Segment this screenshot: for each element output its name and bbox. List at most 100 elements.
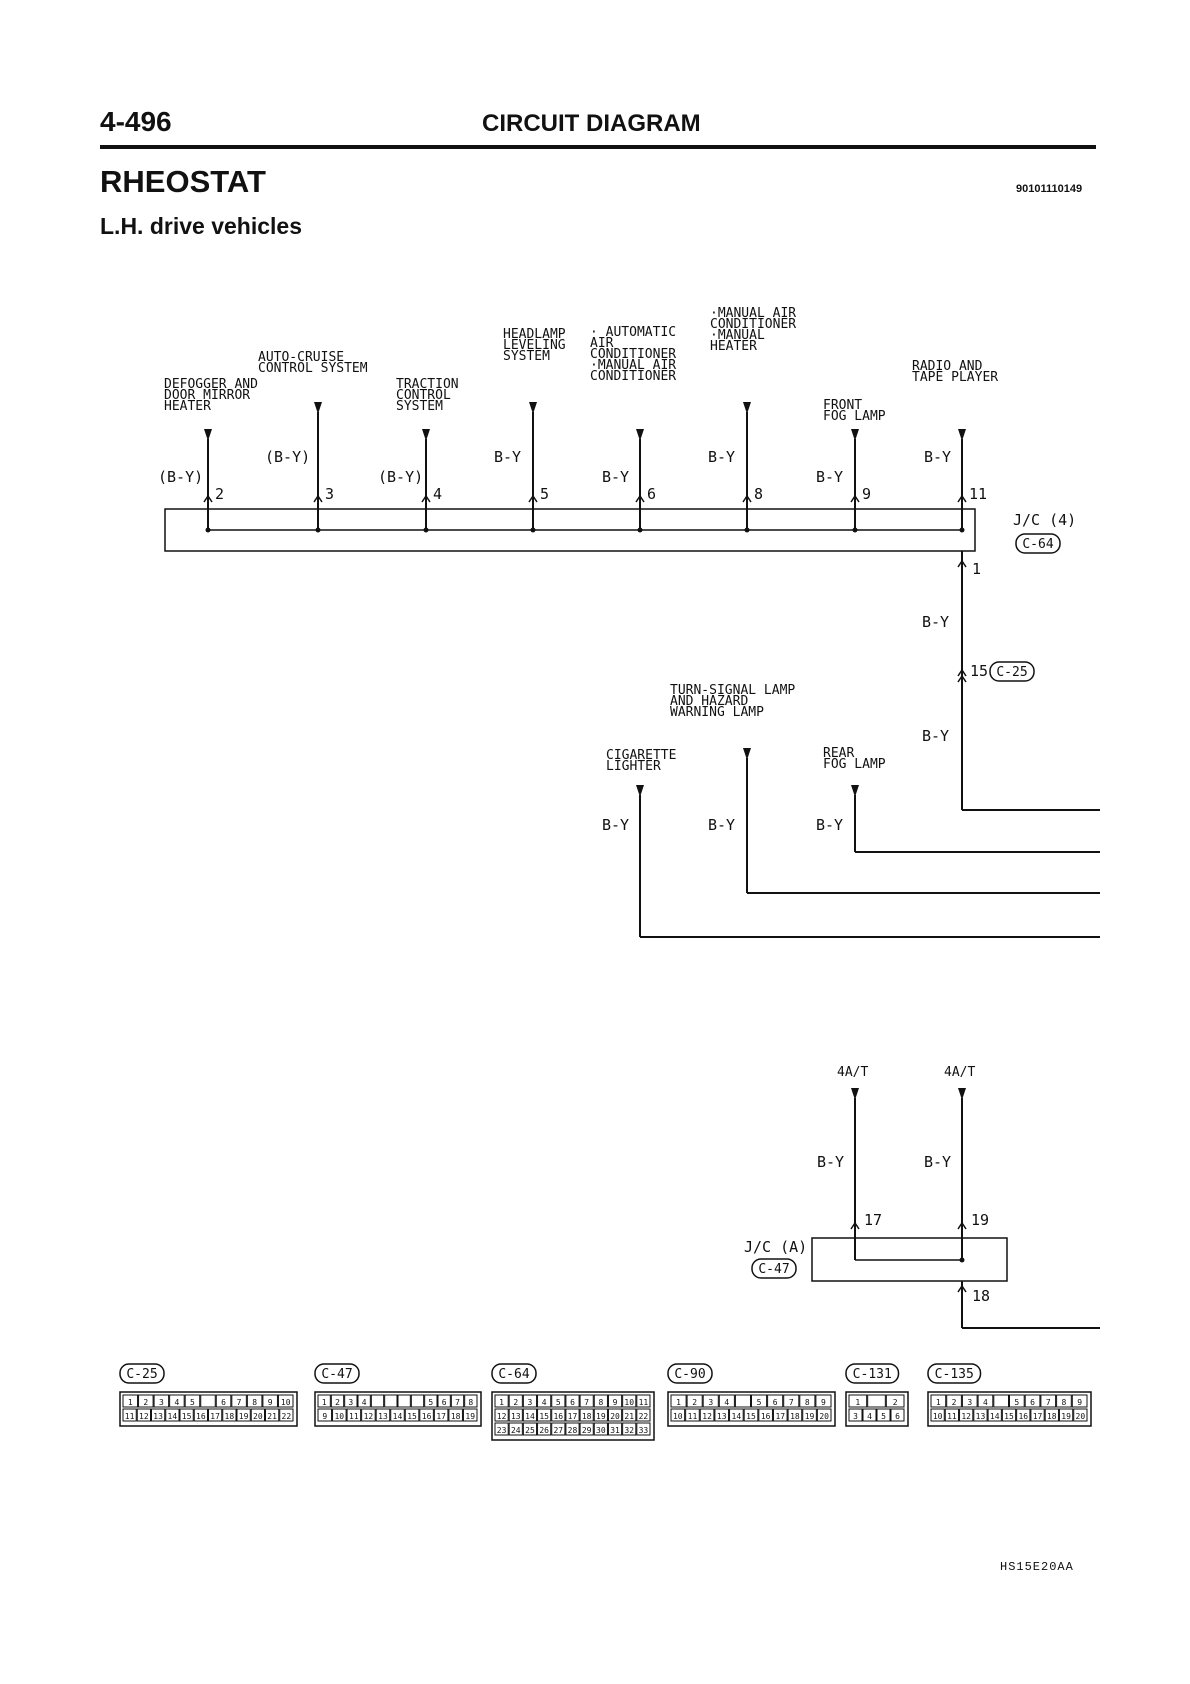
connector-cavity	[384, 1394, 398, 1408]
load-label: HEATER	[710, 339, 757, 354]
cavity-number: 2	[692, 1398, 697, 1407]
connector-cavity	[636, 1422, 651, 1436]
wire-color-label: B-Y	[817, 1153, 844, 1171]
connector-arrow	[314, 402, 322, 414]
connector-cavity	[344, 1394, 358, 1408]
jca-connector	[751, 1258, 797, 1279]
load-label: FOG LAMP	[823, 409, 886, 424]
wire-color-label: B-Y	[602, 468, 629, 486]
cavity-number: 8	[1062, 1398, 1067, 1407]
connector-cavity	[522, 1422, 538, 1436]
connector-cavity	[138, 1394, 154, 1408]
cavity-number: 7	[1046, 1398, 1051, 1407]
connector-cavity	[862, 1408, 877, 1422]
connector-cavity	[522, 1408, 538, 1422]
connector-cavity	[890, 1408, 905, 1422]
cavity-number: 5	[881, 1412, 886, 1421]
pin-mark	[528, 494, 538, 503]
connector-cavity	[622, 1408, 637, 1422]
cavity-number: 11	[639, 1398, 649, 1407]
connector-cavity	[262, 1394, 278, 1408]
load-label: CONDITIONER	[590, 347, 676, 362]
cavity-number: 11	[688, 1412, 698, 1421]
connector-cavity	[758, 1408, 773, 1422]
connector-cavity	[607, 1408, 623, 1422]
connector-cavity	[816, 1408, 832, 1422]
figure-code: HS15E20AA	[1000, 1560, 1074, 1574]
cavity-number: 9	[268, 1398, 273, 1407]
cavity-number: 29	[582, 1426, 592, 1435]
cavity-number: 13	[976, 1412, 986, 1421]
connector-cavity	[799, 1394, 816, 1408]
cavity-number: 20	[610, 1412, 620, 1421]
connector-cavity	[973, 1408, 988, 1422]
load-label: RADIO AND	[912, 359, 983, 374]
cavity-number: 2	[143, 1398, 148, 1407]
cavity-number: 4	[542, 1398, 547, 1407]
cavity-number: 11	[947, 1412, 957, 1421]
connector-cavity	[593, 1408, 608, 1422]
cavity-number: 20	[1076, 1412, 1086, 1421]
connector-cavity	[565, 1394, 580, 1408]
wire-color-label: B-Y	[816, 468, 843, 486]
connector-housing	[314, 1391, 482, 1427]
connector-arrow	[529, 402, 537, 414]
wire-color-label: (B-Y)	[378, 468, 423, 486]
cavity-number: 23	[497, 1426, 507, 1435]
connector-arrow	[851, 1088, 859, 1100]
load-label: FOG LAMP	[823, 757, 886, 772]
connector-name: C-25	[126, 1367, 157, 1382]
cavity-number: 4	[174, 1398, 179, 1407]
connector-cavity	[699, 1408, 715, 1422]
cavity-number: 17	[436, 1412, 446, 1421]
connector-cavity	[404, 1408, 420, 1422]
cavity-number: 9	[821, 1398, 826, 1407]
cavity-number: 22	[282, 1412, 292, 1421]
pin-number: 11	[969, 485, 987, 503]
junction-dot	[530, 527, 536, 533]
connector-cavity	[184, 1394, 201, 1408]
connector-housing	[667, 1391, 836, 1427]
cavity-number: 4	[362, 1398, 367, 1407]
connector-name	[667, 1363, 713, 1384]
connector-cavity	[193, 1408, 208, 1422]
load-label: SYSTEM	[396, 399, 443, 414]
connector-cavity	[265, 1408, 280, 1422]
connector-arrow	[204, 429, 212, 441]
cavity-number: 7	[455, 1398, 460, 1407]
load-label: CONTROL SYSTEM	[258, 361, 368, 376]
connector-cavity	[494, 1408, 509, 1422]
connector-cavity	[165, 1408, 180, 1422]
connector-cavity	[977, 1394, 994, 1408]
connector-cavity	[346, 1408, 362, 1422]
section-title: RHEOSTAT	[100, 164, 266, 199]
connector-cavity	[876, 1408, 891, 1422]
load-label: AND HAZARD	[670, 694, 748, 709]
cavity-number: 18	[582, 1412, 592, 1421]
connector-cavity	[579, 1394, 594, 1408]
cavity-number: 32	[624, 1426, 634, 1435]
cavity-number: 28	[568, 1426, 578, 1435]
connector-cavity	[1040, 1394, 1057, 1408]
pin-mark	[957, 1221, 967, 1230]
junction-dot	[852, 527, 858, 533]
load-label: CONTROL	[396, 388, 451, 403]
page-number: 4-496	[100, 106, 172, 137]
section-subtitle: L.H. drive vehicles	[100, 213, 302, 239]
connector-cavity	[361, 1408, 376, 1422]
connector-cavity	[743, 1408, 759, 1422]
pin-number: 15	[970, 662, 988, 680]
connector-cavity	[1024, 1394, 1041, 1408]
connector-cavity	[787, 1408, 803, 1422]
cavity-number: 2	[513, 1398, 518, 1407]
cavity-number: 5	[190, 1398, 195, 1407]
connector-cavity	[944, 1408, 960, 1422]
jca-connector: C-47	[758, 1262, 789, 1277]
load-label: FRONT	[823, 398, 862, 413]
connector-cavity	[317, 1394, 331, 1408]
cavity-number: 7	[789, 1398, 794, 1407]
pin-mark	[850, 494, 860, 503]
pin-number: 3	[325, 485, 334, 503]
